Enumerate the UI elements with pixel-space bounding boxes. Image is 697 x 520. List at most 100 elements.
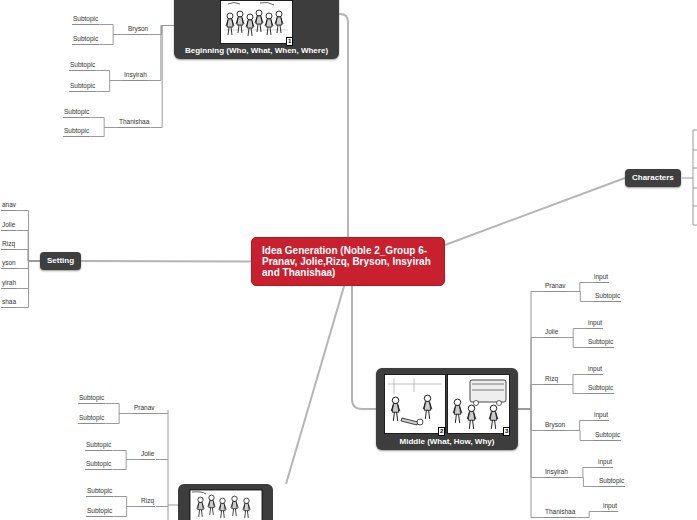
node-text: Subtopic	[588, 384, 613, 392]
node-text: yirah	[2, 279, 16, 287]
node-text: Subtopic	[73, 35, 98, 43]
subtopic-item: Subtopic	[72, 35, 99, 45]
subtopic-item: Subtopic	[85, 460, 112, 470]
node-text: Subtopic	[595, 431, 620, 439]
branch-line	[569, 468, 597, 478]
node-text: Thanishaa	[119, 118, 149, 126]
name-branch: Rizq	[1, 240, 16, 250]
node-text: Rizq	[141, 497, 154, 505]
name-branch: shaa	[1, 298, 17, 308]
callout-number: 1	[286, 37, 293, 46]
branch-line	[16, 250, 40, 262]
comic-panel	[384, 374, 510, 434]
image-topic: Beginning (Who, What, When, Where)	[174, 0, 339, 59]
branch-line	[518, 385, 544, 410]
name-branch: Bryson	[544, 421, 566, 431]
node-text: Idea Generation (Noble 2_Group 6- Pranav…	[262, 245, 434, 278]
branch-line	[286, 283, 345, 484]
node-text: Subtopic	[73, 15, 98, 23]
branch-line	[96, 81, 123, 92]
panel-figures	[192, 492, 250, 518]
topic-label: Beginning (Who, What, When, Where)	[174, 46, 339, 55]
comic-panel	[220, 0, 293, 44]
node-text: yson	[2, 259, 16, 267]
node-text: Jolie	[545, 328, 558, 336]
branch-line	[99, 25, 127, 35]
node-text: Rizq	[2, 240, 15, 248]
subtopic-item: input	[587, 319, 603, 329]
node-text: input	[588, 365, 602, 373]
branch-line	[576, 512, 602, 518]
branch-line	[559, 338, 587, 348]
subtopic-item: Subtopic	[594, 292, 621, 302]
name-branch: yson	[1, 259, 17, 269]
node-text: Subtopic	[70, 82, 95, 90]
node-text: Subtopic	[595, 292, 620, 300]
name-branch: Insyirah	[544, 468, 569, 478]
node-text: Subtopic	[64, 108, 89, 116]
branch-line	[90, 118, 118, 128]
node-text: Subtopic	[79, 394, 104, 402]
name-branch: Bryson	[127, 25, 149, 35]
subtopic-item: Subtopic	[69, 61, 96, 71]
branch-line	[559, 385, 587, 394]
branch-line	[16, 231, 40, 262]
node-text: Insyirah	[124, 71, 147, 79]
name-branch: Rizq	[140, 497, 155, 507]
main-topic: Setting	[40, 252, 81, 270]
branch-line	[113, 507, 140, 517]
subtopic-item: Subtopic	[85, 441, 112, 451]
branch-line	[445, 178, 625, 245]
branch-trunk	[156, 410, 178, 520]
node-text: Rizq	[545, 375, 558, 383]
topic-label: Middle (What, How, Why)	[376, 437, 518, 446]
branch-line	[559, 329, 587, 338]
subtopic-item: Subtopic	[86, 507, 113, 517]
name-branch: anav	[1, 201, 17, 211]
name-branch: Insyirah	[123, 71, 148, 81]
name-branch: Pranav	[133, 404, 156, 414]
branch-stub	[682, 130, 697, 225]
subtopic-item: Subtopic	[72, 15, 99, 25]
node-text: Subtopic	[588, 338, 613, 346]
node-text: Subtopic	[87, 507, 112, 515]
branch-line	[105, 414, 133, 424]
branch-line	[105, 404, 133, 414]
central-topic: Idea Generation (Noble 2_Group 6- Pranav…	[251, 237, 445, 286]
node-text: anav	[2, 201, 16, 209]
subtopic-item: input	[593, 411, 609, 421]
branch-line	[90, 128, 118, 137]
branch-line	[569, 478, 598, 487]
branch-line	[339, 14, 348, 237]
node-text: input	[588, 319, 602, 327]
name-branch: yirah	[1, 279, 17, 289]
branch-line	[566, 431, 594, 441]
branch-line	[112, 460, 140, 470]
image-box	[178, 484, 273, 520]
name-branch: Jolie	[1, 221, 16, 231]
branch-line	[150, 26, 174, 128]
subtopic-item: Subtopic	[587, 384, 614, 394]
name-branch: Jolie	[544, 328, 559, 338]
node-text: Subtopic	[599, 477, 624, 485]
branch-line	[99, 35, 127, 45]
branch-line	[81, 260, 251, 263]
node-text: Subtopic	[70, 61, 95, 69]
node-text: Bryson	[128, 25, 148, 33]
node-text: input	[594, 411, 608, 419]
subtopic-item: input	[602, 502, 618, 512]
node-text: Subtopic	[87, 487, 112, 495]
subtopic-item: input	[587, 365, 603, 375]
image-topic: Middle (What, How, Why)	[376, 368, 518, 450]
branch-line	[17, 211, 40, 262]
name-branch: Pranav	[544, 282, 567, 292]
branch-line	[518, 292, 544, 410]
node-text: Insyirah	[545, 468, 568, 476]
branch-line	[518, 409, 544, 518]
subtopic-item: Subtopic	[594, 431, 621, 441]
node-text: Subtopic	[86, 441, 111, 449]
node-text: Bryson	[545, 421, 565, 429]
callout-number: 3	[503, 427, 510, 436]
comic-panel	[190, 490, 262, 520]
subtopic-item: Subtopic	[587, 338, 614, 348]
